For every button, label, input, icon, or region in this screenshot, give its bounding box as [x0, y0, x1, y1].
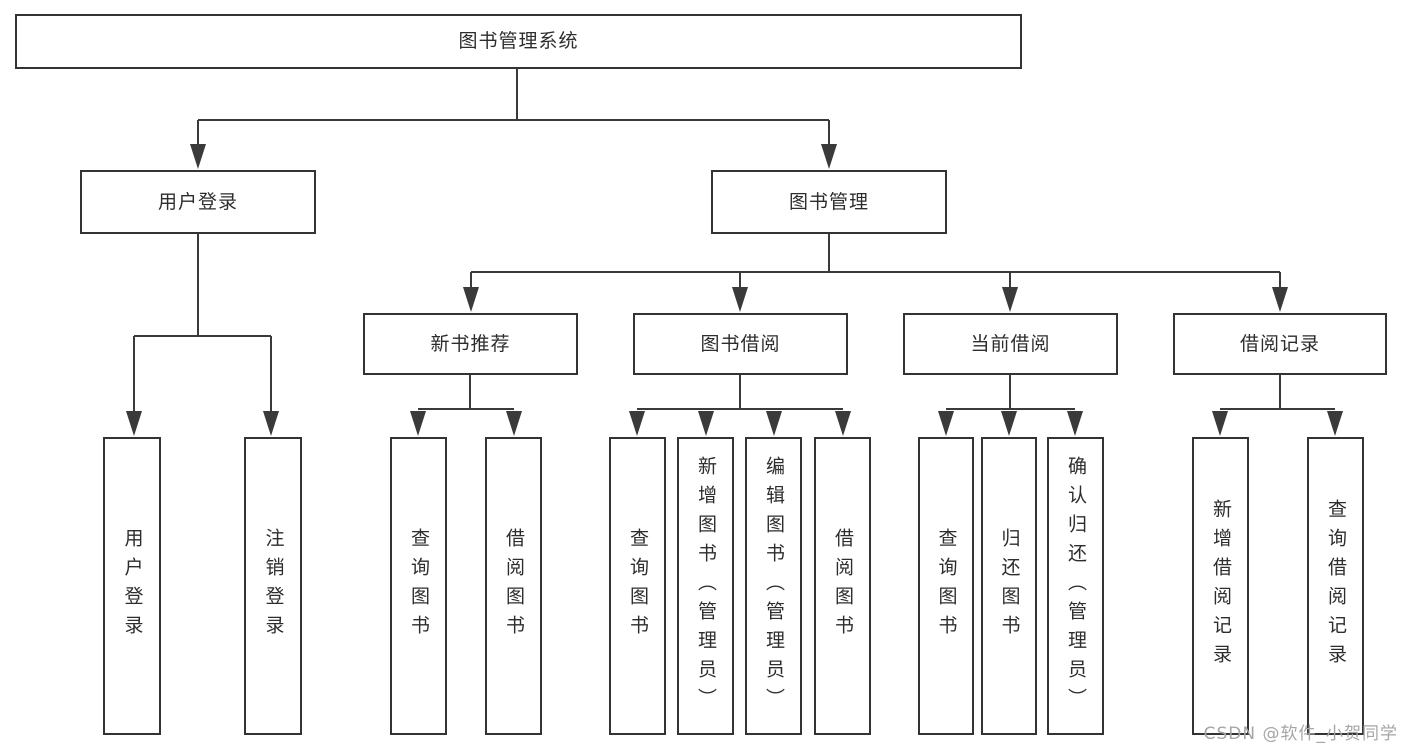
node-label: 新增借阅记录 — [1210, 499, 1232, 673]
node-label: 注销登录 — [262, 528, 285, 644]
node-label: 查询借阅记录 — [1325, 499, 1347, 673]
arrow-down-icon — [190, 144, 206, 169]
arrow-down-icon — [126, 411, 142, 436]
node-label: 新书推荐 — [430, 332, 511, 355]
node-book-management: 图书管理 — [711, 170, 947, 234]
node-label: 借阅记录 — [1239, 332, 1320, 355]
arrowheads — [126, 144, 1343, 436]
node-label: 查询图书 — [408, 528, 430, 644]
node-borrowing-records: 借阅记录 — [1173, 313, 1387, 375]
leaf-query-books-3: 查询图书 — [918, 437, 974, 735]
node-user-login: 用户登录 — [80, 170, 316, 234]
watermark: CSDN @软件_小贺同学 — [1203, 724, 1398, 744]
node-current-borrowing: 当前借阅 — [903, 313, 1118, 375]
node-label: 图书借阅 — [700, 332, 781, 355]
arrow-down-icon — [1327, 411, 1343, 436]
leaf-borrow-books-2: 借阅图书 — [814, 437, 871, 735]
leaf-add-book-admin: 新增图书（管理员） — [677, 437, 734, 735]
node-label: 新增图书（管理员） — [695, 455, 717, 717]
leaf-query-books-1: 查询图书 — [390, 437, 447, 735]
leaf-borrow-books-1: 借阅图书 — [485, 437, 542, 735]
arrow-down-icon — [938, 411, 954, 436]
node-label: 查询图书 — [627, 528, 649, 644]
arrow-down-icon — [1272, 287, 1288, 312]
edge-root-to-level2 — [197, 69, 830, 146]
node-label: 用户登录 — [121, 528, 144, 644]
arrow-down-icon — [732, 287, 748, 312]
edge-userlogin-to-leaves — [133, 233, 272, 412]
node-label: 借阅图书 — [503, 528, 525, 644]
arrow-down-icon — [263, 411, 279, 436]
arrow-down-icon — [1067, 411, 1083, 436]
arrow-down-icon — [1001, 411, 1017, 436]
leaf-edit-book-admin: 编辑图书（管理员） — [745, 437, 802, 735]
edge-bookmgmt-to-level3 — [470, 233, 1281, 288]
arrow-down-icon — [463, 287, 479, 312]
arrow-down-icon — [835, 411, 851, 436]
edge-bookborrow-to-leaves — [637, 374, 843, 410]
node-label: 借阅图书 — [832, 528, 854, 644]
arrow-down-icon — [410, 411, 426, 436]
arrow-down-icon — [506, 411, 522, 436]
edge-borrowrecord-to-leaves — [1220, 374, 1335, 410]
node-label: 查询图书 — [935, 528, 958, 644]
node-label: 编辑图书（管理员） — [763, 455, 785, 717]
edge-currentborrow-to-leaves — [946, 374, 1075, 410]
leaf-user-login: 用户登录 — [103, 437, 161, 735]
arrow-down-icon — [698, 411, 714, 436]
arrow-down-icon — [1212, 411, 1228, 436]
arrow-down-icon — [821, 144, 837, 169]
tree-edges — [133, 69, 1335, 412]
leaf-logout: 注销登录 — [244, 437, 302, 735]
leaf-confirm-return-admin: 确认归还（管理员） — [1047, 437, 1104, 735]
node-new-book-recommend: 新书推荐 — [363, 313, 578, 375]
edge-newbookrec-to-leaves — [418, 374, 514, 410]
node-book-borrowing: 图书借阅 — [633, 313, 848, 375]
node-label: 图书管理系统 — [458, 30, 579, 52]
node-label: 图书管理 — [788, 190, 869, 213]
node-label: 当前借阅 — [970, 332, 1051, 355]
leaf-query-borrow-record: 查询借阅记录 — [1307, 437, 1364, 735]
arrow-down-icon — [629, 411, 645, 436]
arrow-down-icon — [766, 411, 782, 436]
arrow-down-icon — [1002, 287, 1018, 312]
node-label: 归还图书 — [998, 528, 1021, 644]
leaf-return-books: 归还图书 — [981, 437, 1037, 735]
node-root: 图书管理系统 — [15, 14, 1022, 69]
leaf-query-books-2: 查询图书 — [609, 437, 666, 735]
node-label: 确认归还（管理员） — [1065, 455, 1087, 717]
leaf-add-borrow-record: 新增借阅记录 — [1192, 437, 1249, 735]
node-label: 用户登录 — [157, 190, 238, 213]
